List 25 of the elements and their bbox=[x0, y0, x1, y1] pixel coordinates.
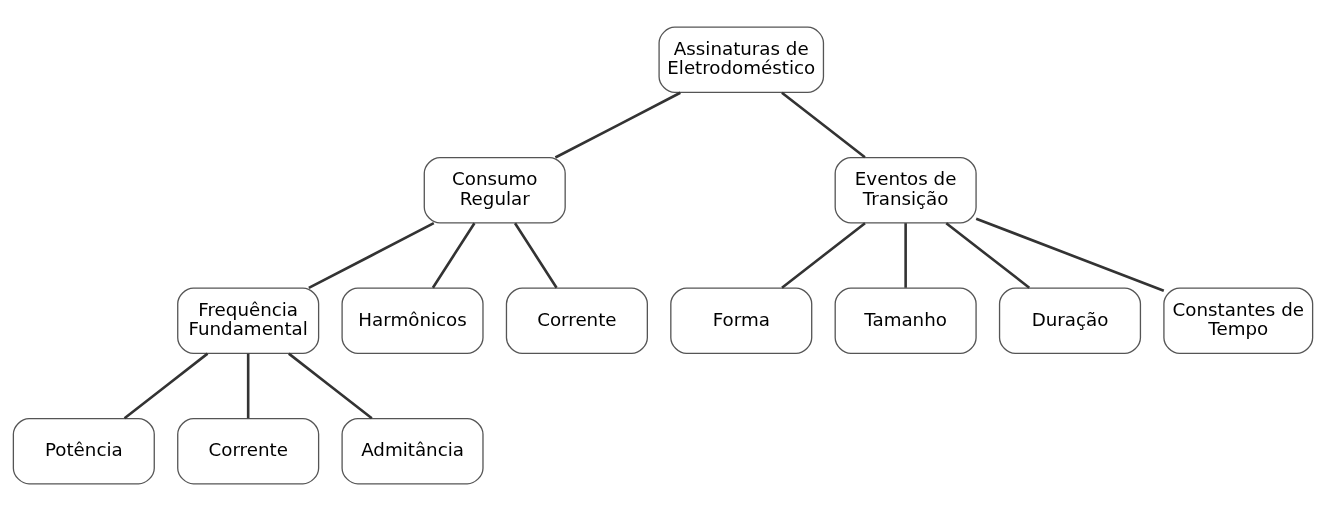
connector bbox=[904, 222, 907, 288]
node-box: Consumo Regular bbox=[423, 156, 566, 224]
connector bbox=[288, 352, 373, 419]
node-box: Harmônicos bbox=[341, 286, 484, 354]
node-box: Corrente bbox=[177, 417, 320, 484]
node-box: Corrente bbox=[505, 286, 648, 354]
connector bbox=[308, 221, 435, 289]
node-box: Forma bbox=[670, 286, 813, 354]
node-box: Constantes de Tempo bbox=[1163, 286, 1314, 354]
node-box: Potência bbox=[12, 417, 155, 484]
connector bbox=[781, 91, 866, 158]
connector bbox=[781, 221, 866, 289]
node-box: Assinaturas de Eletrodoméstico bbox=[658, 26, 825, 93]
node-box: Duração bbox=[998, 286, 1142, 354]
connector bbox=[513, 221, 558, 288]
node-box: Admitância bbox=[341, 417, 484, 484]
connector bbox=[123, 352, 209, 419]
connector bbox=[246, 353, 250, 418]
node-box: Eventos de Transição bbox=[834, 156, 977, 224]
connector bbox=[945, 221, 1031, 289]
node-box: Frequência Fundamental bbox=[177, 286, 320, 354]
connector bbox=[431, 221, 476, 288]
connector bbox=[554, 91, 681, 159]
connector bbox=[975, 216, 1165, 292]
node-box: Tamanho bbox=[834, 286, 977, 354]
